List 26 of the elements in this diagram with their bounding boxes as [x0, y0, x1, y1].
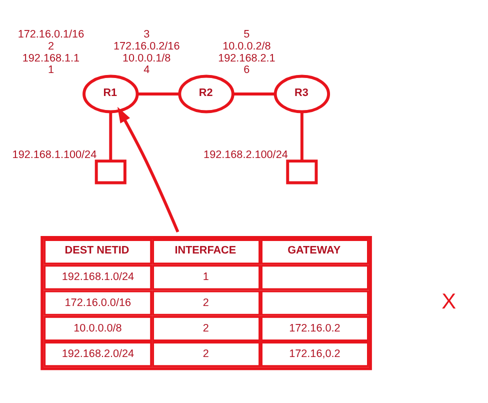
- node-label: 192.168.2.1: [218, 52, 276, 64]
- connector: [138, 92, 180, 96]
- node-ellipse: R2: [178, 74, 234, 114]
- node-label: 1: [48, 64, 54, 76]
- node-label: 192.168.1.1: [22, 52, 80, 64]
- node-label: 5: [244, 28, 250, 41]
- node-label: 192.168.1.100/24: [12, 148, 97, 161]
- node-label: 6: [244, 64, 250, 76]
- node-label: 172.16.0.1/16: [18, 28, 84, 41]
- node-label: 10.0.0.1/8: [122, 52, 171, 64]
- connector: [109, 112, 112, 161]
- connector: [300, 112, 304, 161]
- node-label: 3: [144, 28, 150, 41]
- node-box: [94, 160, 126, 184]
- node-label: 2: [48, 40, 54, 52]
- node-label: 172.16.0.2/16: [114, 40, 180, 52]
- node-label: 4: [144, 64, 150, 76]
- label: X: [442, 288, 456, 314]
- node-box: DEST NETID INTERFACE GATEWAY 192.168.1.0/24 1 172.16.0.0/16 2 10.0.0.0/8 2 172.16.0.2 192.168.2.0/24 2 172.16,0.2: [40, 236, 372, 370]
- node-ellipse: R1: [82, 74, 139, 114]
- arrow: [117, 106, 180, 233]
- node-ellipse: R3: [274, 74, 330, 114]
- node-label: 10.0.0.2/8: [222, 40, 271, 52]
- node-box: [286, 160, 318, 184]
- connector: [233, 92, 276, 96]
- node-label: 192.168.2.100/24: [204, 148, 288, 161]
